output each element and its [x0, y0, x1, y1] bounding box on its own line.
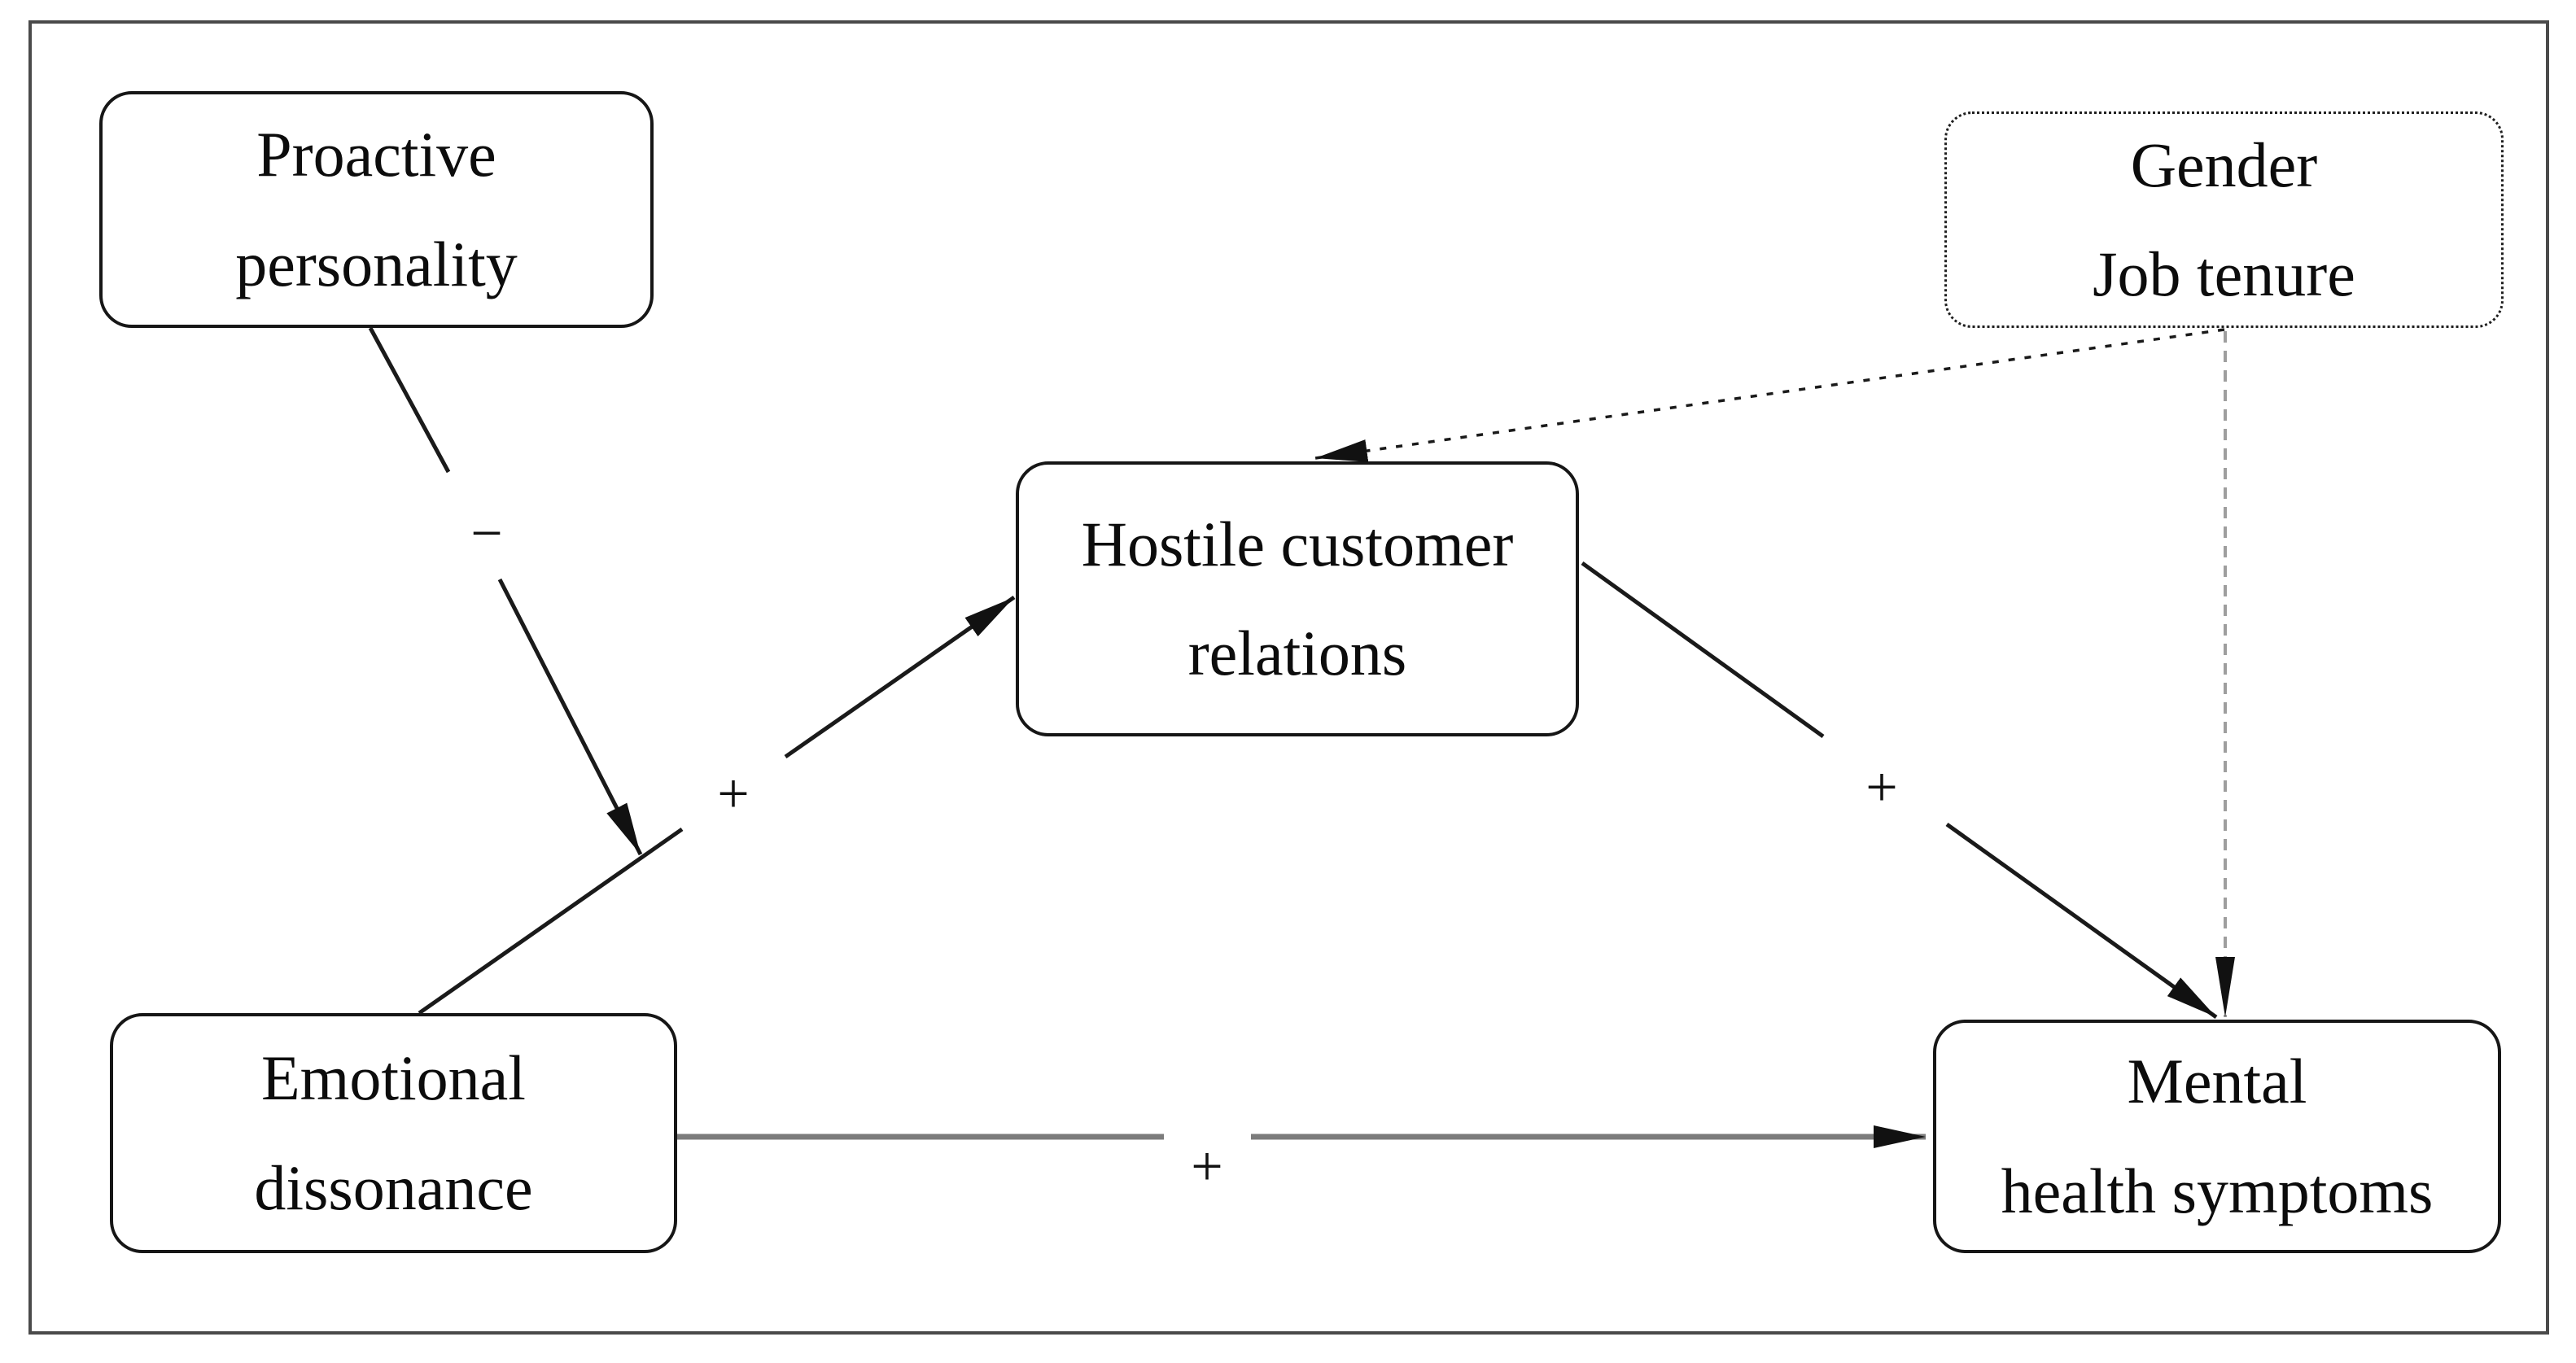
node-label-line: health symptoms: [2001, 1155, 2434, 1226]
node-label-line: dissonance: [254, 1151, 533, 1223]
node-hostile-customer-relations: Hostile customer relations: [1016, 461, 1579, 736]
node-label-line: Proactive: [256, 119, 496, 190]
node-label-line: Hostile customer: [1081, 508, 1514, 579]
node-emotional-dissonance: Emotional dissonance: [110, 1013, 677, 1253]
node-controls-gender-job-tenure: Gender Job tenure: [1944, 111, 2504, 328]
node-label-line: Mental: [2127, 1046, 2307, 1117]
node-label-line: Gender: [2130, 129, 2318, 200]
node-mental-health-symptoms: Mental health symptoms: [1933, 1020, 2501, 1253]
figure-border: [28, 20, 2549, 1335]
node-label-line: Emotional: [261, 1042, 526, 1114]
node-label-line: Job tenure: [2093, 238, 2355, 309]
node-label-line: relations: [1187, 618, 1407, 688]
node-proactive-personality: Proactive personality: [99, 91, 654, 328]
node-label-line: personality: [235, 228, 518, 299]
